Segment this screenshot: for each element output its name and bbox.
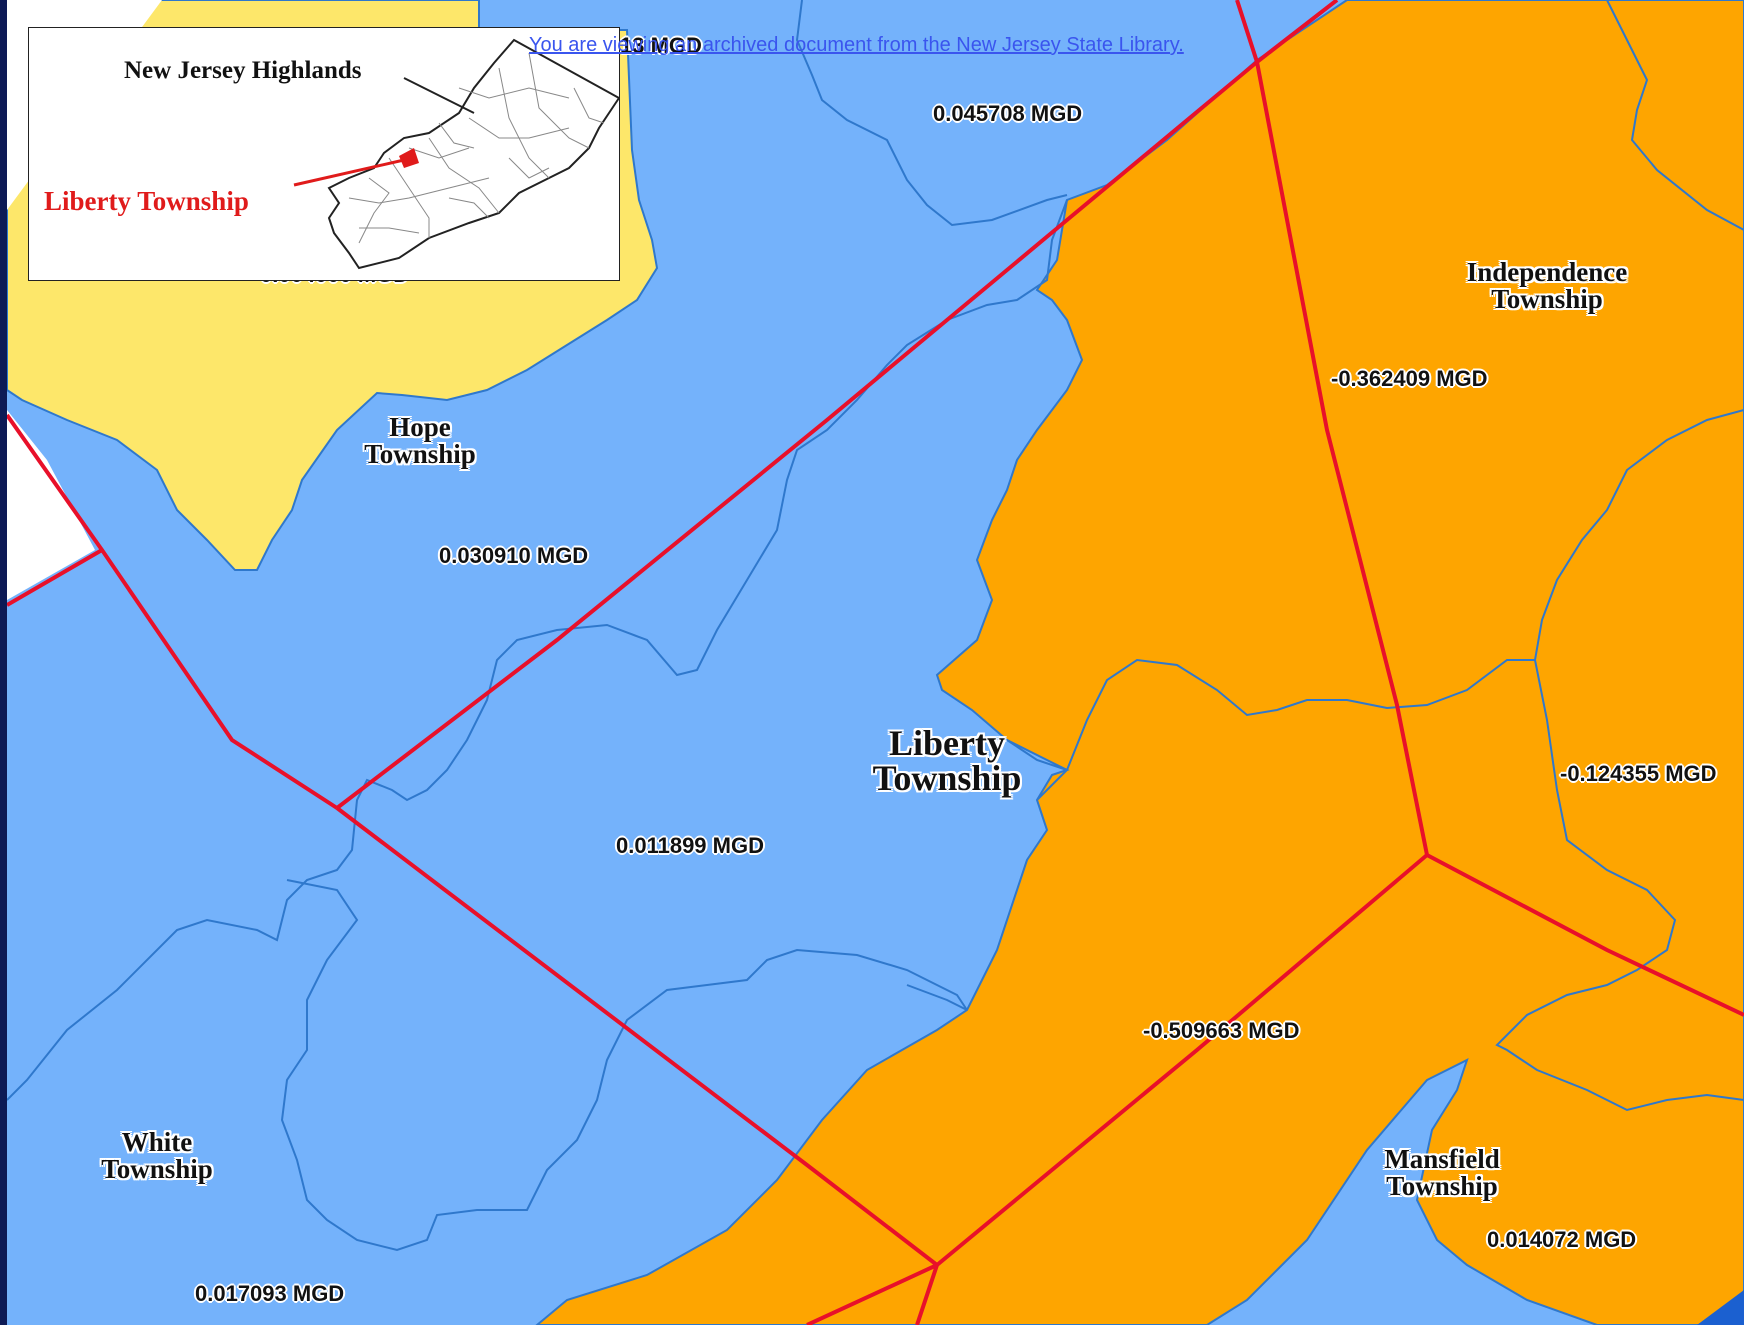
water-body [1697,1290,1744,1325]
archive-notice-link[interactable]: You are viewing an archived document fro… [529,34,1184,56]
deficit-area [535,0,1744,1325]
mgd-label-independence-east: -0.124355 MGD [1560,761,1717,786]
inset-label-liberty: Liberty Township [44,186,249,216]
inset-liberty-highlight [399,148,419,168]
township-label-hope: Hope Township [364,412,476,469]
mgd-label-hope-subwatershed: 0.030910 MGD [439,543,589,568]
mgd-label-independence-west: -0.362409 MGD [1331,366,1488,391]
mgd-label-white-south: 0.017093 MGD [195,1281,345,1306]
municipal-boundaries [7,0,1744,1325]
inset-highlands-shape [293,38,619,270]
mgd-label-northeast: 0.045708 MGD [933,101,1083,126]
inset-label-highlands: New Jersey Highlands [124,57,362,84]
township-label-liberty: Liberty Township [872,723,1022,798]
inset-leader-liberty [293,158,405,187]
mgd-label-south-deficit: -0.509663 MGD [1143,1018,1300,1043]
township-label-white: White Township [101,1127,213,1184]
inset-municipal-lines [348,52,605,244]
map-canvas [7,0,1744,1325]
township-label-independence: Independence Township [1466,257,1628,314]
subwatershed-lines [1036,0,1744,1112]
mgd-label-yellow: 0.004000 MGD [260,276,409,288]
inset-leader-highlands [403,77,475,114]
subwatershed-lines-blue [7,0,1068,1252]
water-availability-map[interactable]: 13 MGD 0.045708 MGD 0.004000 MGD 0.03091… [7,0,1744,1325]
inset-locator-map: New Jersey Highlands Liberty Township [28,27,620,281]
township-label-mansfield: Mansfield Township [1384,1144,1500,1201]
mgd-label-top: 13 MGD [620,33,702,58]
mgd-label-mansfield: 0.014072 MGD [1487,1227,1637,1252]
outside-area [7,410,95,600]
mgd-label-liberty-center: 0.011899 MGD [616,833,764,858]
